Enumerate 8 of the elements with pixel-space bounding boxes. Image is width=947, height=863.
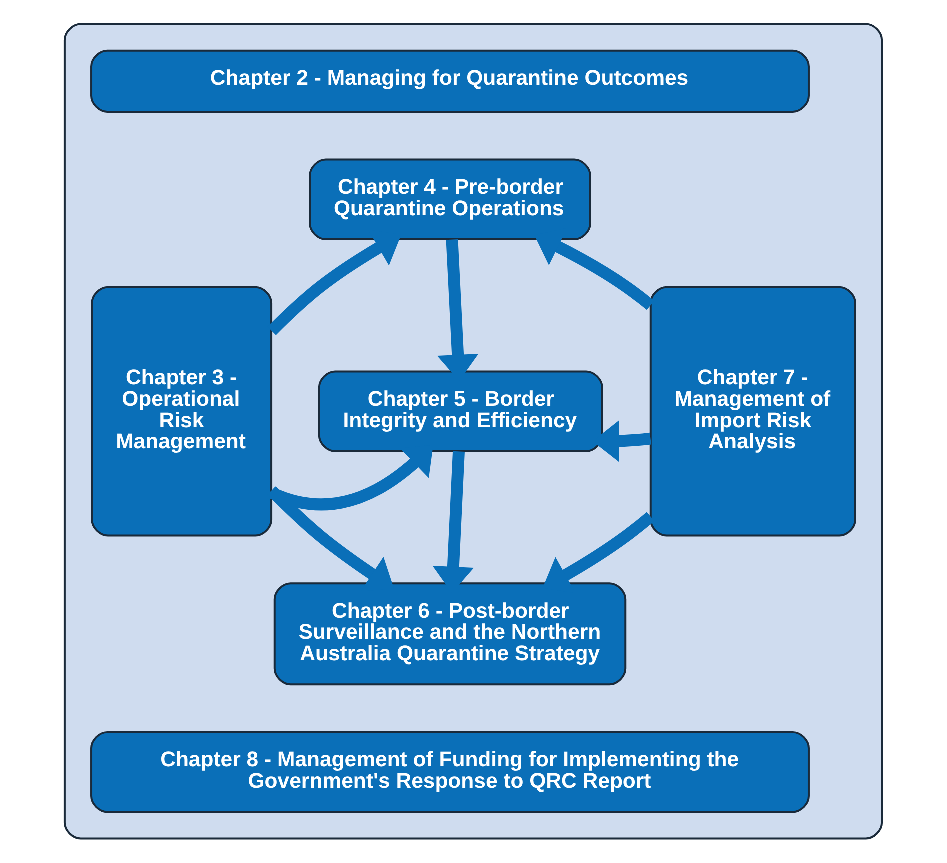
- node-box: Chapter 4 - Pre-border Quarantine Operations: [309, 158, 592, 240]
- node-box: Chapter 8 - Management of Funding for Implementing the Government's Response to QRC Report: [90, 731, 810, 814]
- node-box: Chapter 3 - Operational Risk Management: [91, 286, 273, 537]
- cluster: [64, 23, 884, 840]
- node-box: Chapter 7 - Management of Import Risk Analysis: [650, 286, 856, 537]
- node-box: Chapter 6 - Post-border Surveillance and the Northern Australia Quarantine Strategy: [274, 582, 627, 686]
- node-box: Chapter 2 - Managing for Quarantine Outcomes: [90, 50, 810, 113]
- node-box: Chapter 5 - Border Integrity and Efficiency: [318, 370, 604, 452]
